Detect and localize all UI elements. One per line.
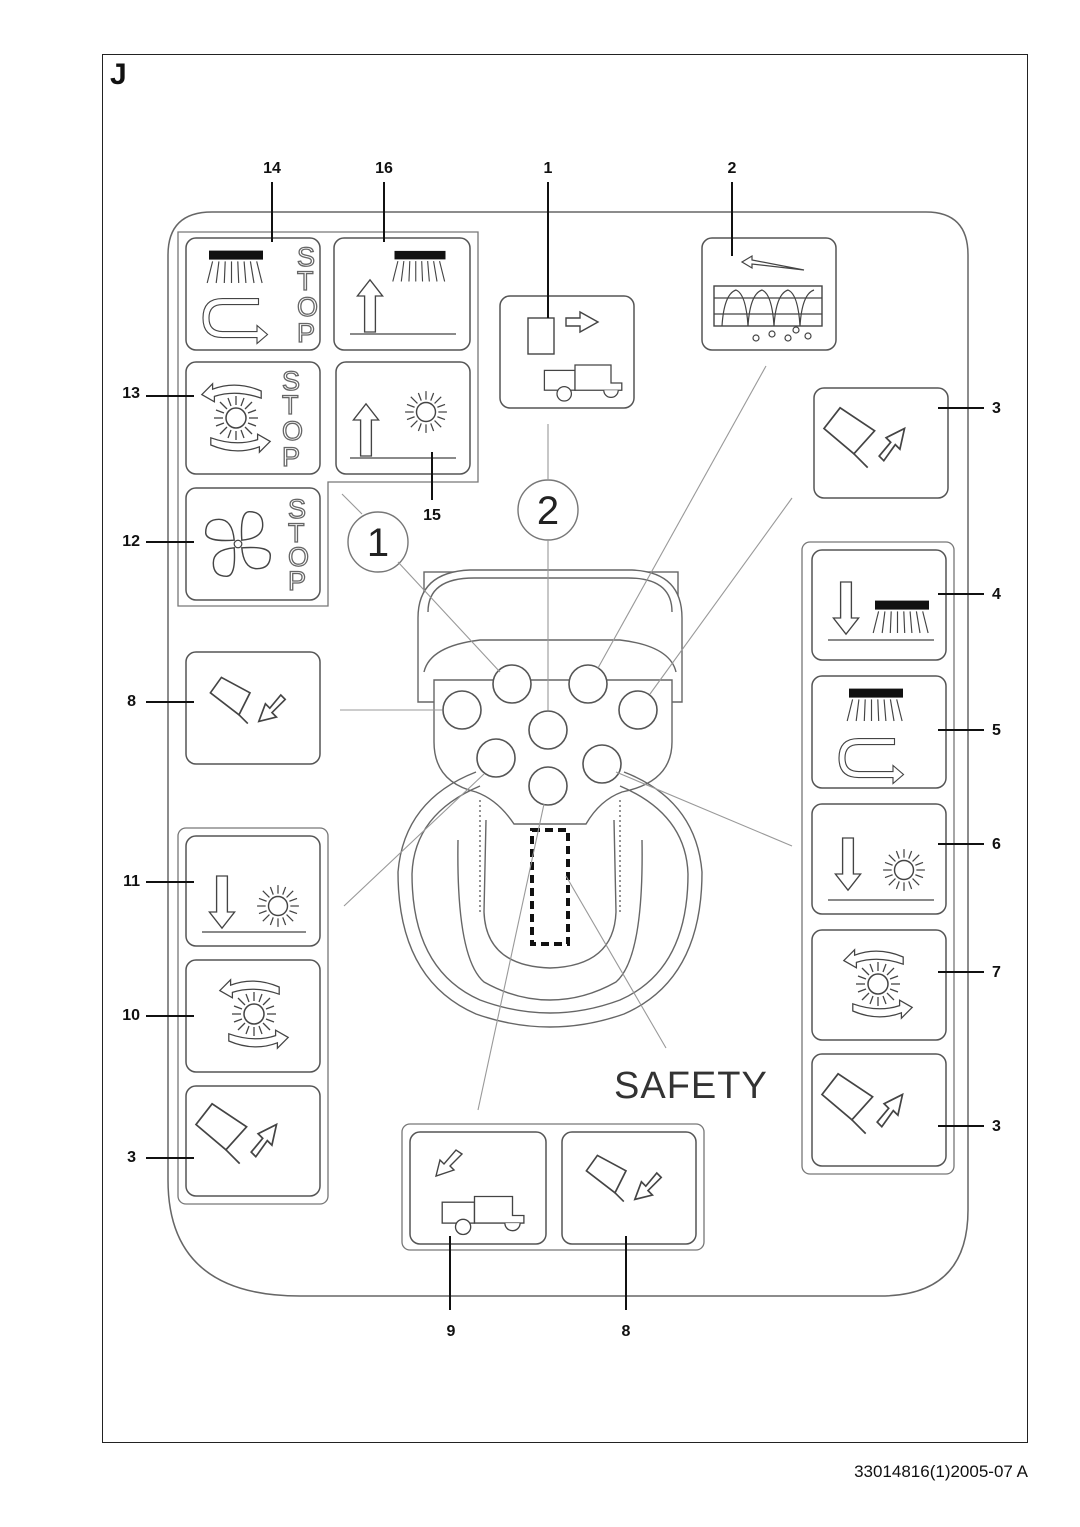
button-16-brush-raise[interactable]: [333, 237, 471, 351]
section-letter: J: [110, 58, 127, 91]
callout-5: 5: [992, 722, 1001, 739]
stop-letter-p: P: [282, 442, 300, 472]
button-4-brush-lower[interactable]: [811, 549, 947, 661]
callout-1: 1: [544, 160, 553, 177]
console-button: [528, 710, 568, 750]
console-button: [618, 690, 658, 730]
callout-numbers: 14 16 1 2 13 15 12 3 4 5 6 7 3 8 11 10 3…: [122, 160, 1001, 1340]
page-frame: [102, 54, 1028, 1443]
console-button: [568, 664, 608, 704]
console-button: [582, 744, 622, 784]
console-button: [476, 738, 516, 778]
button-7-side-brush-rotation[interactable]: [811, 929, 947, 1041]
button-6-side-brush-lower[interactable]: [811, 803, 947, 915]
operator-console: [397, 569, 703, 1028]
button-9-hopper-lower[interactable]: [409, 1131, 547, 1245]
console-buttons: [442, 664, 658, 806]
console-button: [492, 664, 532, 704]
button-5-brush-reverse[interactable]: [811, 675, 947, 789]
svg-text:2: 2: [537, 489, 559, 533]
group-marker-2: 2: [517, 479, 579, 541]
document-code: 33014816(1)2005-07 A: [854, 1462, 1028, 1481]
stop-letter-t: T: [282, 390, 299, 420]
callout-11: 11: [123, 873, 140, 890]
button-11-side-brush-lower-left[interactable]: [185, 835, 321, 947]
stop-letter-o: O: [297, 292, 318, 322]
callout-3-left: 3: [127, 1149, 136, 1166]
callout-3-right-bottom: 3: [992, 1118, 1001, 1135]
button-3-hopper-tilt-up-left[interactable]: [185, 1085, 321, 1197]
stop-letter-p: P: [297, 318, 315, 348]
svg-text:1: 1: [367, 521, 389, 565]
button-13-rotation-stop[interactable]: S T O P: [185, 361, 321, 475]
callout-16: 16: [375, 160, 393, 177]
callout-13: 13: [122, 385, 140, 402]
button-14-brush-reverse-stop[interactable]: S T O P: [185, 237, 321, 351]
callout-9: 9: [447, 1323, 456, 1340]
console-button: [442, 690, 482, 730]
button-10-side-brush-rotation-left[interactable]: [185, 959, 321, 1073]
stop-letter-o: O: [288, 542, 309, 572]
callout-8-bottom: 8: [622, 1323, 631, 1340]
callout-4: 4: [992, 586, 1001, 603]
callout-10: 10: [122, 1007, 140, 1024]
callout-8-left: 8: [127, 693, 136, 710]
stop-letter-t: T: [288, 518, 305, 548]
safety-label: SAFETY: [614, 1065, 768, 1107]
callout-6: 6: [992, 836, 1001, 853]
button-3-hopper-tilt-up-right[interactable]: [813, 387, 949, 499]
callout-15: 15: [423, 507, 441, 524]
button-2-main-brush[interactable]: [701, 237, 837, 351]
callout-14: 14: [263, 160, 281, 177]
button-3-hopper-tilt-up-right-bottom[interactable]: [811, 1053, 947, 1167]
safety-switch-outline: [530, 828, 570, 946]
stop-letter-s: S: [288, 494, 306, 524]
button-15-side-brush-raise[interactable]: [335, 361, 471, 475]
callout-lines: [146, 182, 984, 1310]
button-8-hopper-tilt-down-bottom[interactable]: [561, 1131, 697, 1245]
stop-letter-p: P: [288, 566, 306, 596]
callout-2: 2: [728, 160, 737, 177]
group-marker-1: 1: [347, 511, 409, 573]
button-12-fan-stop[interactable]: S T O P: [185, 487, 321, 601]
stop-letter-s: S: [282, 366, 300, 396]
console-button: [528, 766, 568, 806]
stop-letter-t: T: [297, 266, 314, 296]
callout-3-right-top: 3: [992, 400, 1001, 417]
button-8-hopper-tilt-down-left[interactable]: [185, 651, 321, 765]
leader-lines: [340, 365, 793, 1111]
callout-7: 7: [992, 964, 1001, 981]
stop-letter-o: O: [282, 416, 303, 446]
stop-letter-s: S: [297, 242, 315, 272]
button-1-hopper-raise[interactable]: [499, 295, 635, 409]
callout-12: 12: [122, 533, 140, 550]
